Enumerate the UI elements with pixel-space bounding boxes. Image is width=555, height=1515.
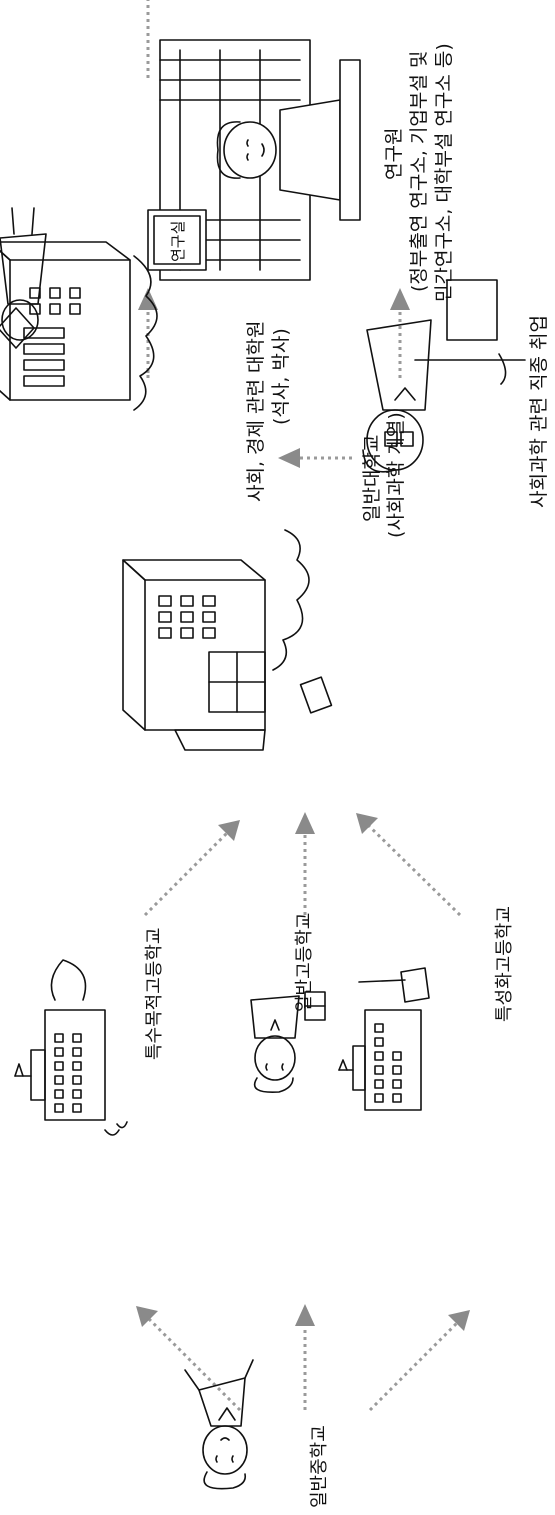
arrow-general-high-to-university — [295, 812, 315, 915]
university-building-icon — [123, 530, 331, 750]
label-researcher-sub2: 민간연구소, 대학부설 연구소 등) — [433, 43, 455, 302]
graduate-icon — [0, 208, 46, 348]
label-specialized-high: 특성화고등학교 — [494, 906, 515, 1022]
arrow-university-to-employment — [390, 288, 410, 378]
lab-sign: 연구실 — [148, 210, 206, 270]
lab-sign-label: 연구실 — [169, 221, 187, 262]
arrow-employment-to-grad-school — [278, 448, 352, 468]
arrow-middle-to-special-high — [136, 1306, 240, 1410]
label-researcher-sub1: (정부출연 연구소, 기업부설 및 — [408, 51, 430, 292]
arrow-middle-to-specialized-high — [370, 1310, 470, 1410]
school-building-icon — [15, 960, 127, 1135]
school-building-icon — [339, 968, 429, 1110]
label-general-high: 일반고등학교 — [294, 913, 315, 1012]
label-researcher: 연구원 — [383, 128, 405, 180]
arrow-special-high-to-university — [145, 820, 240, 915]
label-university-sub: (사회과학 계열) — [385, 412, 407, 538]
student-girl-icon — [185, 1360, 253, 1489]
label-employment: 사회과학 관련 직종 취업 — [528, 315, 550, 508]
label-special-high: 특수목적고등학교 — [144, 928, 165, 1060]
university-building-icon — [0, 242, 157, 410]
label-university: 일반대학교 — [361, 435, 383, 522]
label-grad-school-sub: (석사, 박사) — [270, 328, 292, 425]
label-grad-school: 사회, 경제 관련 대학원 — [245, 321, 267, 502]
label-middle-school: 일반중학교 — [309, 1425, 330, 1508]
arrow-middle-to-general-high — [295, 1304, 315, 1410]
arrow-specialized-high-to-university — [356, 813, 460, 915]
